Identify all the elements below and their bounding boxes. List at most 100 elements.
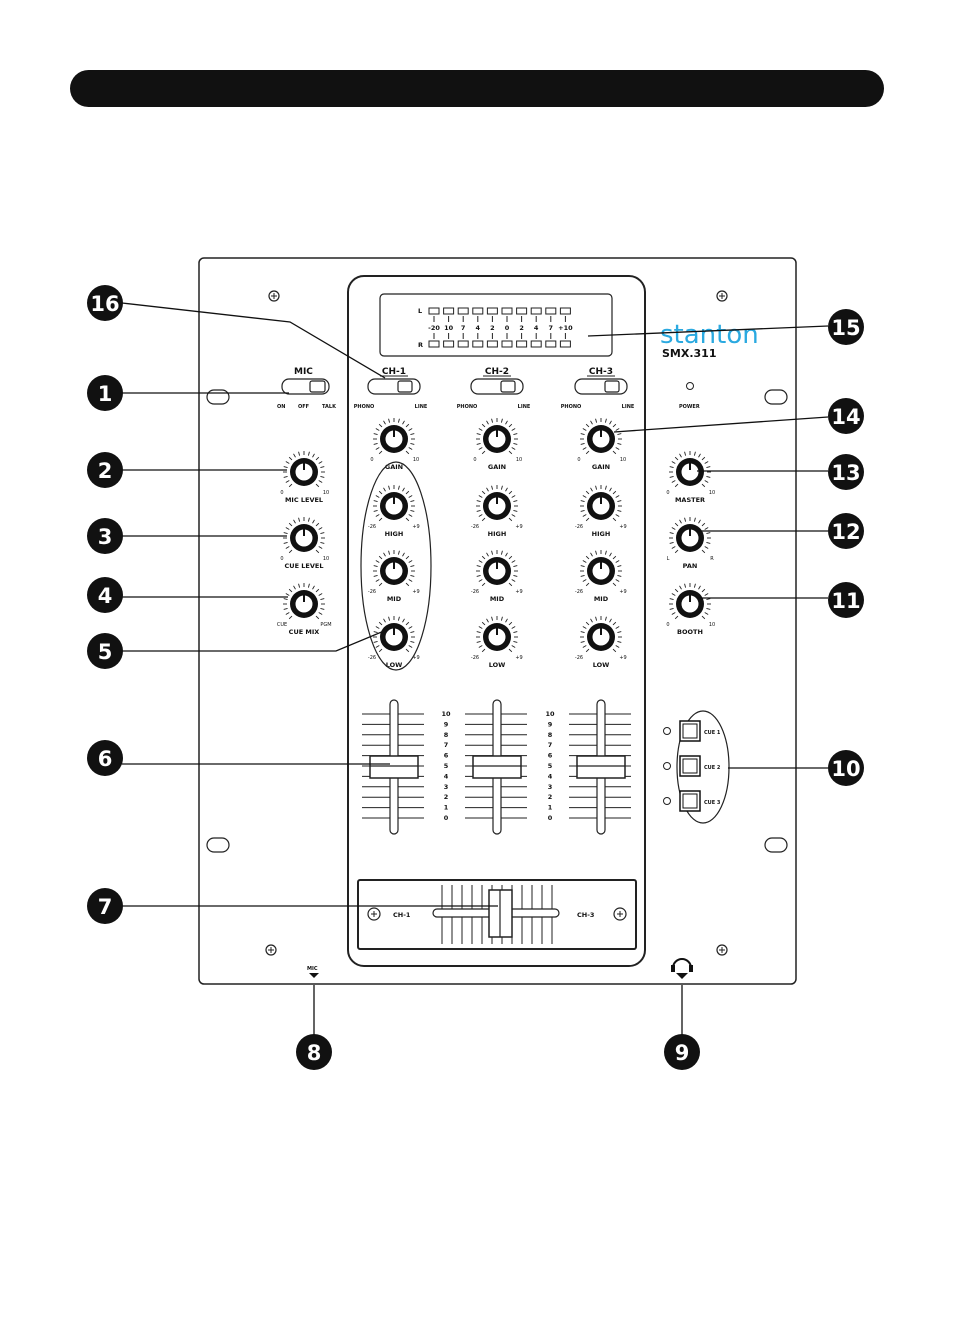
knob-label: MID: [490, 595, 505, 603]
fader-scale-label: 4: [444, 772, 449, 780]
meter-led: [428, 307, 440, 315]
fader-cap[interactable]: [369, 755, 419, 779]
crossfader[interactable]: [367, 885, 627, 944]
knob-min-label: 0: [280, 490, 283, 496]
meter-leds: [428, 307, 571, 348]
knob-max-label: +9: [412, 655, 419, 661]
fader-scale-label: 0: [444, 814, 449, 822]
fader-cap[interactable]: [576, 755, 626, 779]
callout-number: 2: [98, 459, 113, 483]
fader-scale-label: 2: [444, 793, 449, 801]
meter-scale-label: 0: [505, 324, 510, 332]
knob-label: HIGH: [385, 530, 404, 538]
leader-line: [121, 302, 386, 379]
knob-max-label: +9: [619, 524, 626, 530]
meter-left-label: L: [418, 307, 422, 315]
meter-led: [486, 340, 498, 348]
callout-15: 15: [828, 309, 864, 345]
meter-scale-label: 7: [461, 324, 466, 332]
knob-min-label: -26: [575, 589, 583, 595]
channel-faders: [362, 699, 631, 835]
callout-number: 11: [831, 589, 860, 613]
mount-slot: [206, 837, 230, 853]
cue-button-label: CUE 3: [704, 800, 721, 806]
mic-switch-thumb[interactable]: [309, 380, 326, 393]
knob-max-label: +9: [515, 655, 522, 661]
source-phono-label: PHONO: [561, 404, 582, 410]
screw-icon: [265, 944, 277, 956]
knob-label: BOOTH: [677, 628, 703, 636]
source-switch-thumb[interactable]: [397, 380, 413, 393]
meter-scale-label: -20: [428, 324, 440, 332]
knob-max-label: 10: [620, 457, 626, 463]
meter-led: [545, 340, 557, 348]
eq-group-outline: [360, 461, 432, 671]
callout-16: 16: [87, 285, 123, 321]
knob-max-label: PGM: [320, 622, 331, 628]
meter-led: [559, 307, 571, 315]
screw-icon: [367, 907, 381, 921]
header-bar: [70, 70, 884, 107]
crossfader-left-label: CH-1: [393, 911, 411, 919]
knob-min-label: 0: [577, 457, 580, 463]
cue-led: [663, 762, 671, 770]
meter-scale-label: 4: [534, 324, 539, 332]
fader-scale-label: 8: [444, 731, 449, 739]
callout-14: 14: [828, 398, 864, 434]
meter-scale-label: 4: [476, 324, 481, 332]
knob-label: LOW: [593, 661, 610, 669]
knob-min-label: -26: [368, 655, 376, 661]
crossfader-right-label: CH-3: [577, 911, 594, 919]
fader-scale-label: 10: [545, 710, 555, 718]
source-switch-thumb[interactable]: [604, 380, 620, 393]
fader-scale-label: 6: [444, 752, 449, 760]
fader-scale-label: 5: [548, 762, 553, 770]
knob-min-label: -26: [575, 524, 583, 530]
callout-number: 14: [831, 405, 860, 429]
knob-label: LOW: [489, 661, 506, 669]
knob-max-label: R: [710, 556, 714, 562]
callout-number: 6: [98, 747, 113, 771]
leader-line: [122, 630, 385, 652]
screw-icon: [268, 290, 280, 302]
headphone-icon: [671, 958, 693, 972]
knob-label: LOW: [386, 661, 403, 669]
meter-led: [443, 340, 455, 348]
knob-max-label: +9: [412, 524, 419, 530]
source-phono-label: PHONO: [354, 404, 375, 410]
screw-icon: [716, 290, 728, 302]
callout-9: 9: [664, 1034, 700, 1070]
fader-cap[interactable]: [472, 755, 522, 779]
cue-button-label: CUE 1: [704, 730, 721, 736]
callout-number: 7: [98, 895, 113, 919]
fader-scale-label: 3: [548, 783, 553, 791]
model-name: SMX.311: [662, 347, 717, 360]
source-switch-thumb[interactable]: [500, 380, 516, 393]
knob-label: HIGH: [592, 530, 611, 538]
knob-max-label: 10: [413, 457, 419, 463]
callout-number: 5: [98, 640, 113, 664]
knob-label: GAIN: [488, 463, 506, 471]
power-label: POWER: [679, 404, 700, 410]
knob-min-label: 0: [370, 457, 373, 463]
leader-line: [587, 325, 829, 337]
